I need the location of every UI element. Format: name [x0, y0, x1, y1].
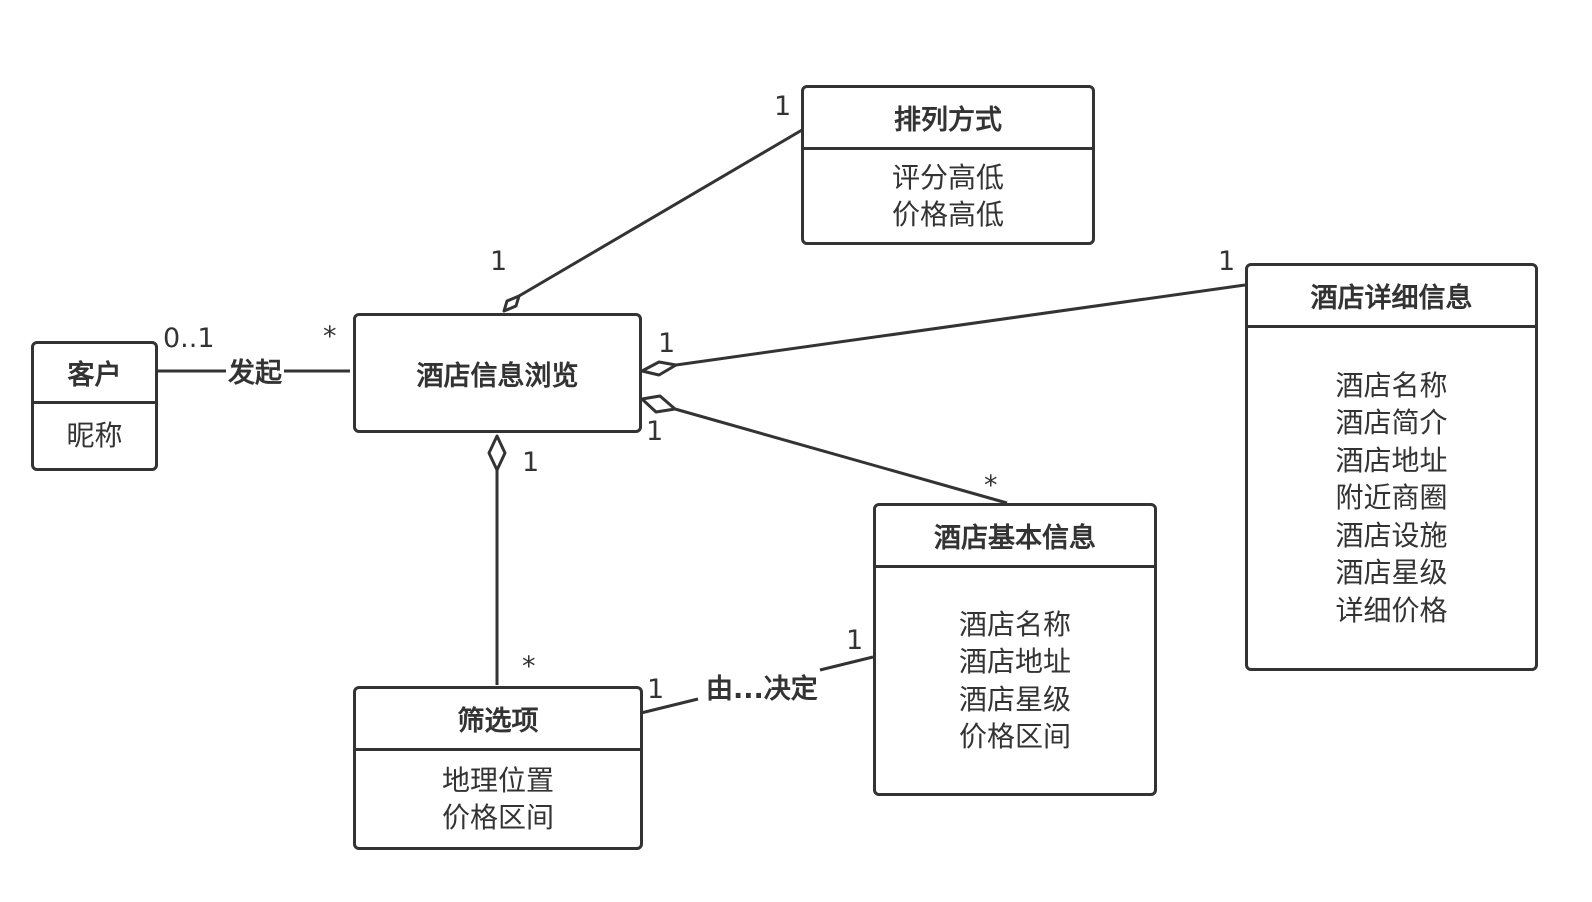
- class-filter: 筛选项 地理位置 价格区间: [353, 686, 643, 850]
- multiplicity-label: *: [522, 651, 536, 682]
- class-attributes: 地理位置 价格区间: [356, 751, 640, 847]
- multiplicity-label: 1: [658, 328, 676, 359]
- class-customer: 客户 昵称: [31, 341, 158, 471]
- association-label-decide: 由...决定: [704, 674, 820, 705]
- aggregation-diamond-icon: [640, 394, 677, 414]
- class-hotel-browse: 酒店信息浏览: [353, 313, 642, 433]
- aggregation-diamond-icon: [640, 360, 678, 377]
- class-hotel-detail: 酒店详细信息 酒店名称 酒店简介 酒店地址 附近商圈 酒店设施 酒店星级 详细价…: [1245, 263, 1538, 671]
- association-line-browse-detail: [675, 283, 1246, 367]
- attribute: 酒店星级: [958, 682, 1071, 716]
- class-name: 酒店基本信息: [876, 506, 1154, 568]
- multiplicity-label: *: [323, 321, 337, 352]
- class-name: 排列方式: [804, 88, 1092, 150]
- association-line-browse-sort: [518, 128, 803, 298]
- class-name: 酒店信息浏览: [416, 360, 579, 392]
- multiplicity-label: 1: [522, 447, 540, 478]
- multiplicity-label: 1: [647, 674, 665, 705]
- attribute: 价格区间: [441, 801, 554, 834]
- class-attributes: 昵称: [34, 404, 155, 468]
- class-name: 酒店详细信息: [1248, 266, 1535, 328]
- attribute: 酒店名称: [1335, 368, 1448, 402]
- association-line-browse-basic: [674, 407, 1008, 505]
- multiplicity-label: 1: [646, 416, 664, 447]
- attribute: 详细价格: [1335, 593, 1448, 627]
- attribute: 酒店设施: [1335, 518, 1448, 552]
- attribute: 酒店星级: [1335, 556, 1448, 590]
- attribute: 评分高低: [891, 160, 1004, 194]
- attribute: 酒店名称: [958, 607, 1071, 641]
- attribute: 附近商圈: [1335, 481, 1448, 515]
- association-label-initiate: 发起: [226, 358, 284, 389]
- multiplicity-label: *: [984, 470, 998, 501]
- class-attributes: 评分高低 价格高低: [804, 150, 1092, 242]
- class-name: 客户: [34, 344, 155, 404]
- class-name: 筛选项: [356, 689, 640, 751]
- association-line-decide: [640, 697, 699, 715]
- attribute: 价格高低: [891, 198, 1004, 231]
- multiplicity-label: 1: [490, 246, 508, 277]
- multiplicity-label: 1: [1218, 246, 1236, 277]
- attribute: 昵称: [66, 419, 123, 453]
- attribute: 地理位置: [441, 763, 554, 797]
- multiplicity-label: 0..1: [163, 323, 215, 354]
- attribute: 酒店简介: [1335, 406, 1448, 440]
- aggregation-diamond-icon: [487, 434, 507, 472]
- class-attributes: 酒店名称 酒店地址 酒店星级 价格区间: [876, 568, 1154, 793]
- association-line-decide: [819, 655, 874, 672]
- class-hotel-basic: 酒店基本信息 酒店名称 酒店地址 酒店星级 价格区间: [873, 503, 1157, 796]
- multiplicity-label: 1: [774, 91, 792, 122]
- attribute: 酒店地址: [958, 645, 1071, 678]
- attribute: 价格区间: [958, 720, 1071, 753]
- attribute: 酒店地址: [1335, 443, 1448, 477]
- multiplicity-label: 1: [846, 625, 864, 656]
- class-attributes: 酒店名称 酒店简介 酒店地址 附近商圈 酒店设施 酒店星级 详细价格: [1248, 328, 1535, 668]
- aggregation-diamond-icon: [502, 294, 521, 313]
- class-sort-method: 排列方式 评分高低 价格高低: [801, 85, 1095, 245]
